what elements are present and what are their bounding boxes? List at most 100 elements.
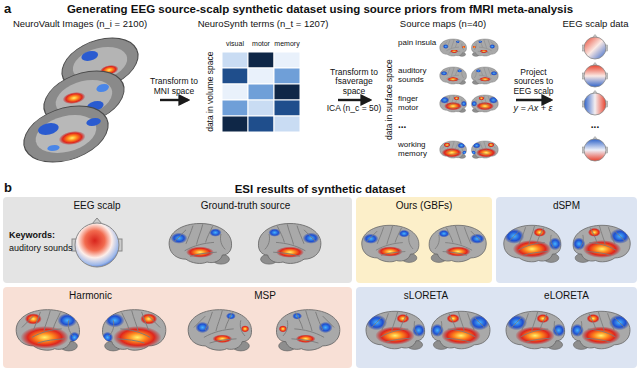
pipeline-stage: NeuroVault Images (n_i = 2100) bbox=[2, 17, 158, 174]
illustration-part bbox=[571, 311, 630, 349]
panel-heading: Ours (GBFs) bbox=[356, 200, 492, 211]
illustration-part bbox=[13, 106, 119, 162]
box-ground bbox=[3, 197, 352, 283]
illustration-part bbox=[506, 311, 565, 349]
annotation-label: memory bbox=[272, 40, 302, 48]
annotation-label: b bbox=[4, 181, 18, 195]
panel-text: Keywords: bbox=[9, 231, 75, 241]
illustration-part bbox=[274, 84, 300, 100]
illustration-part bbox=[571, 311, 630, 349]
annotation-label: pain insula bbox=[398, 39, 438, 48]
process-arrow bbox=[338, 99, 370, 101]
annotation-label: working memory bbox=[398, 141, 438, 159]
illustration-part bbox=[276, 310, 339, 351]
illustration-part bbox=[85, 118, 103, 126]
illustration-part bbox=[429, 225, 486, 262]
illustration-part bbox=[583, 35, 608, 60]
esi-results bbox=[16, 218, 630, 351]
panel-heading: Harmonic bbox=[3, 290, 178, 301]
panel-text: Ground-truth source bbox=[143, 200, 348, 211]
illustration-part bbox=[75, 223, 119, 267]
illustration-part bbox=[248, 68, 274, 84]
illustration-part bbox=[471, 141, 498, 158]
illustration-part bbox=[248, 100, 274, 116]
illustration-part bbox=[95, 84, 111, 92]
pipeline-stage: Source maps (n=40) bbox=[372, 17, 514, 174]
scalp-maps bbox=[583, 35, 608, 162]
panel-heading: EEG scalp data bbox=[553, 19, 638, 29]
illustration-part bbox=[471, 95, 498, 112]
annotation-label: ... bbox=[398, 119, 438, 130]
illustration-part bbox=[573, 225, 631, 262]
illustration-part bbox=[471, 39, 498, 56]
illustration-part bbox=[102, 310, 166, 351]
illustration-part bbox=[169, 224, 231, 265]
annotation-label: ICA (n_c = 50) bbox=[326, 104, 382, 113]
annotation-label: visual bbox=[220, 40, 250, 48]
process-arrow bbox=[516, 99, 551, 101]
illustration-part bbox=[471, 141, 498, 158]
box-ground bbox=[356, 197, 492, 283]
annotation-label: finger motor bbox=[398, 95, 438, 113]
illustration-part bbox=[471, 95, 498, 112]
illustration-part bbox=[72, 218, 122, 267]
illustration-part bbox=[583, 91, 608, 116]
illustration-part bbox=[431, 311, 490, 349]
illustration-part bbox=[274, 100, 300, 116]
annotation-label: ... bbox=[580, 119, 610, 130]
panel-text: auditory sounds bbox=[9, 244, 77, 254]
panel-heading: sLORETA bbox=[356, 290, 496, 301]
illustration-part bbox=[13, 106, 119, 162]
illustration-part bbox=[248, 116, 274, 132]
illustration-part bbox=[274, 68, 300, 84]
illustration-part bbox=[60, 92, 88, 104]
illustration-part bbox=[222, 84, 248, 100]
illustration-part bbox=[248, 84, 274, 100]
box-ground bbox=[3, 287, 352, 368]
illustration-part bbox=[440, 67, 467, 84]
illustration-part bbox=[584, 93, 606, 115]
result-panel: EEG scalpGround-truth sourceKeywords: aud… bbox=[3, 197, 352, 283]
pipeline-stage: NeuroSynth terms (n_t = 1207) bbox=[190, 17, 336, 174]
illustration-part bbox=[584, 139, 606, 161]
annotation-label: ESI results of synthetic dataset bbox=[20, 183, 620, 196]
panel-heading: NeuroVault Images (n_i = 2100) bbox=[2, 19, 158, 29]
illustration-part bbox=[222, 52, 248, 68]
illustration-part bbox=[504, 225, 562, 262]
illustration-part bbox=[274, 52, 300, 68]
illustration-part bbox=[471, 39, 498, 56]
result-panel: dSPM bbox=[496, 197, 637, 283]
annotation-label: a bbox=[4, 2, 18, 16]
panel-heading: dSPM bbox=[496, 200, 637, 211]
panel-heading: EEG scalp bbox=[47, 200, 147, 211]
illustration-part bbox=[276, 310, 339, 351]
annotation-label: y = Ax + ε bbox=[505, 104, 561, 114]
annotation-label: auditory sounds bbox=[398, 67, 438, 85]
arrow-label: Project sources to EEG scalp bbox=[505, 68, 563, 96]
panel-text: eLORETA bbox=[496, 290, 637, 301]
illustration-part bbox=[188, 310, 251, 351]
term-matrix bbox=[222, 52, 300, 132]
result-panel: HarmonicMSP bbox=[3, 287, 352, 368]
illustration-part bbox=[248, 52, 274, 68]
annotation-label: data in surface space bbox=[385, 50, 394, 150]
illustration-part bbox=[56, 131, 89, 145]
illustration-part bbox=[573, 225, 631, 262]
arrow-label: Transform to MNI space bbox=[144, 77, 204, 96]
illustration-part bbox=[222, 68, 248, 84]
illustration-part bbox=[28, 115, 104, 153]
illustration-part bbox=[258, 224, 320, 265]
box-ground bbox=[496, 197, 637, 283]
illustration-part bbox=[362, 225, 419, 262]
illustration-part bbox=[583, 137, 608, 162]
illustration-part bbox=[471, 67, 498, 84]
illustration-part bbox=[258, 224, 320, 265]
illustration-part bbox=[274, 116, 300, 132]
illustration-part bbox=[431, 311, 490, 349]
result-panel: sLORETAeLORETA bbox=[356, 287, 637, 368]
panel-text: MSP bbox=[178, 290, 352, 301]
annotation-label: data in volume space bbox=[206, 42, 215, 142]
arrow-label: Transform to fsaverage space bbox=[326, 68, 382, 96]
result-panel: Ours (GBFs) bbox=[356, 197, 492, 283]
